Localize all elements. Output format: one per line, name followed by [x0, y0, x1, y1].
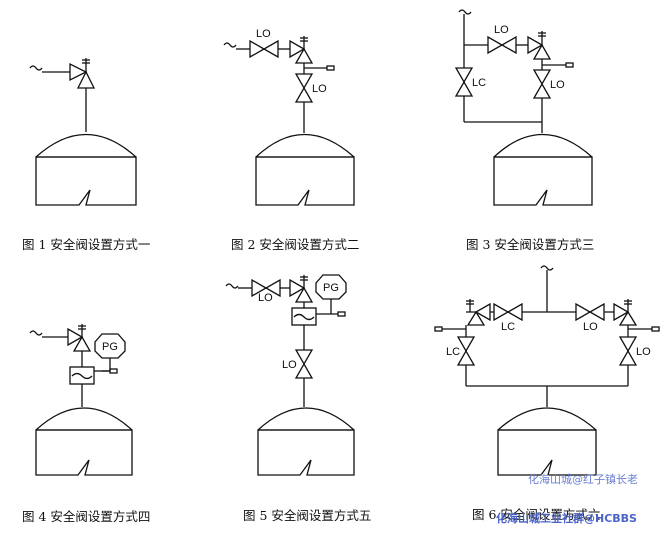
discharge-squiggle — [458, 9, 472, 15]
gate-valve-lo: LO — [251, 278, 281, 304]
valve-label-lc: LC — [446, 346, 460, 358]
bleed-plug — [434, 326, 443, 332]
figure-2: LO LO 图 2 安全阀设置方式二 — [223, 28, 359, 252]
bleed-plug — [337, 311, 346, 317]
vessel — [35, 407, 133, 476]
vessel — [497, 407, 597, 476]
valve-label-lc: LC — [472, 77, 486, 89]
gate-valve-lo: LO — [575, 302, 605, 333]
safety-valve — [289, 275, 314, 303]
valve-label-lc: LC — [501, 321, 515, 333]
caption: 图 2 安全阀设置方式二 — [231, 237, 359, 252]
gate-valve-lo: LO — [618, 336, 651, 366]
figure-1: 图 1 安全阀设置方式一 — [22, 58, 150, 252]
safety-valve — [67, 324, 92, 352]
vessel — [257, 407, 355, 476]
vessel — [35, 133, 137, 206]
figure-4: PG 图 4 安全阀设置方式四 — [22, 324, 150, 524]
valve-label-lo: LO — [282, 359, 297, 371]
figure-3: LO LC LO 图 3 安全阀设置方式三 — [454, 9, 594, 252]
caption: 图 5 安全阀设置方式五 — [243, 508, 371, 523]
bleed-plug — [651, 326, 660, 332]
gauge-label-pg: PG — [323, 282, 339, 294]
discharge-squiggle — [223, 42, 237, 48]
gate-valve-lo: LO — [249, 28, 279, 59]
valve-label-lo: LO — [256, 28, 271, 40]
vessel — [255, 133, 355, 206]
caption: 图 3 安全阀设置方式三 — [466, 237, 594, 252]
watermark-bottom: 化海山城工业社群@HCBBS — [496, 511, 637, 525]
bleed-plug — [326, 65, 335, 71]
caption: 图 4 安全阀设置方式四 — [22, 509, 150, 524]
safety-valve — [289, 36, 314, 64]
gate-valve-lc: LC — [454, 67, 486, 97]
valve-label-lo: LO — [494, 24, 509, 36]
valve-label-lo: LO — [258, 292, 273, 304]
valve-label-lo: LO — [583, 321, 598, 333]
gate-valve-lc: LC — [493, 302, 523, 333]
vessel — [493, 133, 593, 206]
safety-valve — [527, 31, 552, 60]
discharge-squiggle — [225, 283, 239, 289]
valve-label-lo: LO — [636, 346, 651, 358]
figure-5: LO PG LO — [225, 274, 371, 523]
pressure-gauge: PG — [94, 333, 126, 359]
valve-label-lo: LO — [312, 83, 327, 95]
discharge-squiggle — [29, 330, 43, 336]
watermark-top: 化海山城@红子镇长老 — [528, 472, 638, 486]
gate-valve-lo: LO — [282, 349, 314, 379]
caption: 图 6 安全阀设置方式六 — [472, 507, 600, 522]
valve-label-lo: LO — [550, 79, 565, 91]
pressure-gauge: PG — [315, 274, 347, 300]
safety-valve — [69, 58, 96, 89]
safety-valve-left — [466, 299, 491, 326]
figure-6: LC LO LC LO — [434, 265, 660, 522]
discharge-squiggle — [29, 65, 43, 71]
discharge-squiggle — [540, 265, 554, 271]
gauge-label-pg: PG — [102, 341, 118, 353]
gate-valve-lo: LO — [294, 73, 327, 103]
bleed-plug — [565, 62, 574, 68]
rupture-disc — [69, 366, 95, 385]
rupture-disc — [291, 307, 317, 326]
bleed-plug — [109, 368, 118, 374]
caption: 图 1 安全阀设置方式一 — [22, 237, 150, 252]
gate-valve-lo: LO — [487, 24, 517, 55]
gate-valve-lo: LO — [532, 69, 565, 99]
safety-valve-right — [613, 299, 638, 326]
gate-valve-lc: LC — [446, 336, 476, 366]
